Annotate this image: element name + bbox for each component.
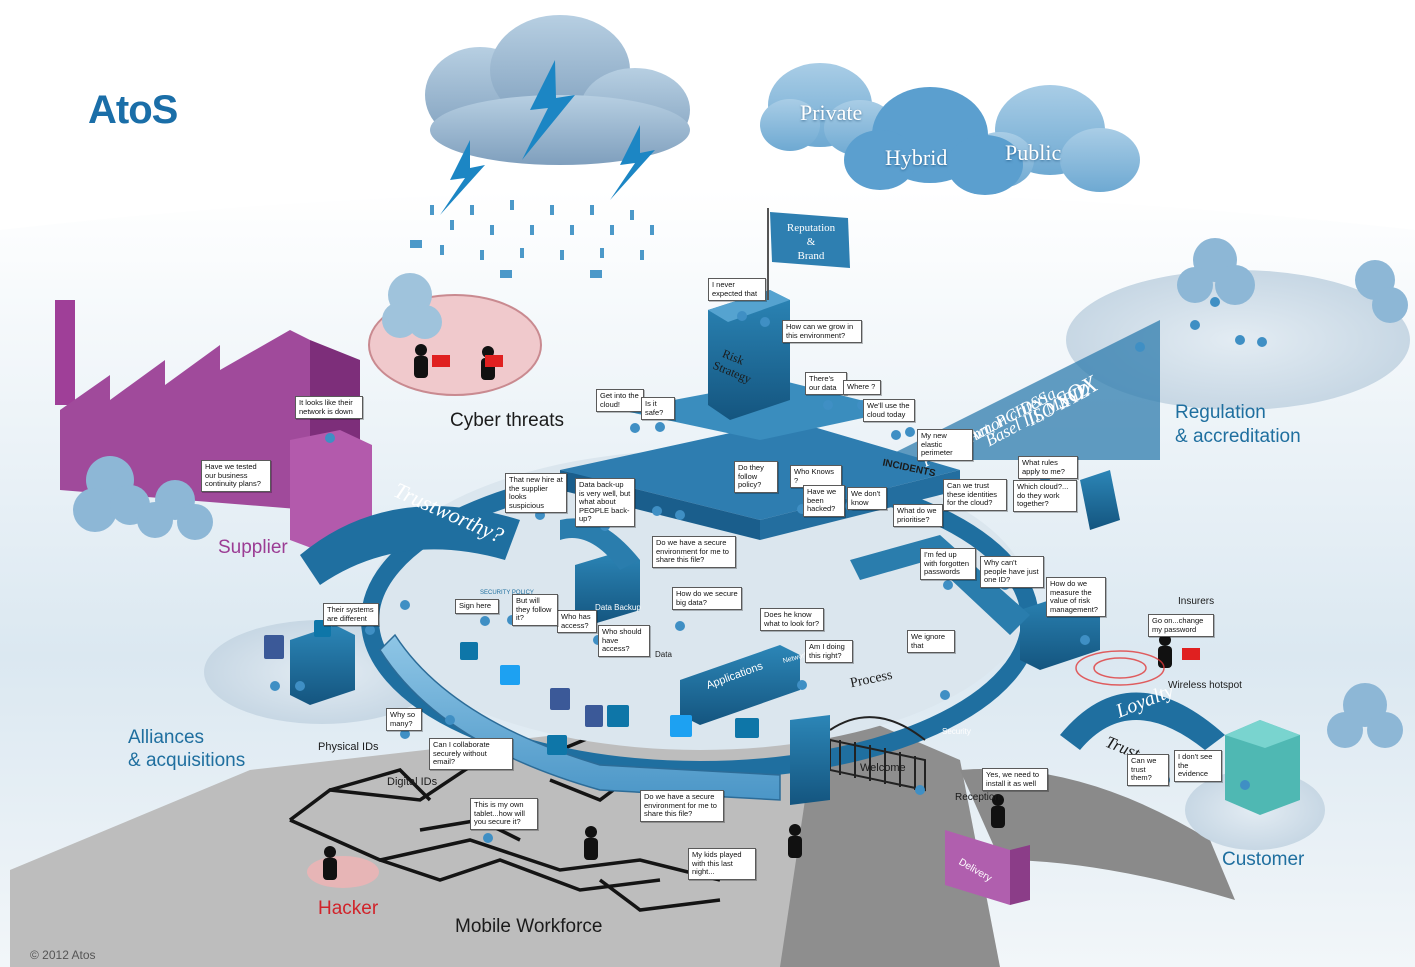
bubble-install-it: Yes, we need to install it as well: [982, 768, 1048, 791]
bubble-follow-it: But will they follow it?: [512, 594, 558, 626]
bubble-collaborate: Can I collaborate securely without email…: [429, 738, 513, 770]
label-alliances-2: & acquisitions: [128, 750, 246, 771]
flag-reputation: Reputation: [786, 222, 836, 234]
label-physical-ids: Physical IDs: [318, 741, 379, 753]
label-cyber-threats: Cyber threats: [450, 410, 565, 431]
cloud-public-label: Public: [1005, 140, 1062, 165]
cloud-hybrid-label: Hybrid: [885, 145, 948, 170]
label-regulation-1: Regulation: [1175, 402, 1266, 423]
trees-cyber: [382, 273, 442, 339]
label-alliances-1: Alliances: [128, 727, 205, 748]
label-regulation-2: & accreditation: [1175, 426, 1301, 447]
trees-regulation: [1177, 238, 1408, 323]
bubble-trust-identities: Can we trust these identities for the cl…: [943, 479, 1007, 511]
atos-logo: AtoS: [88, 88, 178, 132]
bubble-one-id: Why can't people have just one ID?: [980, 556, 1044, 588]
bubble-change-password: Go on...change my password: [1148, 614, 1214, 637]
bubble-secure-env-1: Do we have a secure environment for me t…: [652, 536, 736, 568]
label-customer: Customer: [1222, 849, 1305, 870]
bubble-secure-env-2: Do we have a secure environment for me t…: [640, 790, 724, 822]
bubble-network-down: It looks like their network is down: [295, 396, 363, 419]
bubble-who-should: Who should have access?: [598, 625, 650, 657]
bubble-can-we-trust: Can we trust them?: [1127, 754, 1169, 786]
bubble-been-hacked: Have we been hacked?: [803, 485, 845, 517]
bubble-get-into-cloud: Get into the cloud!: [596, 389, 644, 412]
label-reception: Reception: [955, 792, 1001, 803]
label-security-policy: SECURITY POLICY: [480, 590, 534, 596]
bubble-elastic: My new elastic perimeter: [917, 429, 973, 461]
storm-cloud: [425, 15, 690, 215]
label-welcome: Welcome: [860, 762, 906, 774]
rain: [410, 200, 654, 278]
bubble-which-cloud: Which cloud?... do they work together?: [1013, 480, 1077, 512]
label-data-backup: Data Backup: [595, 603, 641, 612]
bubble-ignore-that: We ignore that: [907, 630, 955, 653]
bubble-see-evidence: I don't see the evidence: [1174, 750, 1222, 782]
bubble-never-expected: I never expected that: [708, 278, 766, 301]
bubble-fed-up: I'm fed up with forgotten passwords: [920, 548, 976, 580]
cloud-models: [760, 63, 1140, 195]
bubble-know-what: Does he know what to look for?: [760, 608, 824, 631]
bubble-grow: How can we grow in this environment?: [782, 320, 862, 343]
bubble-cloud-today: We'll use the cloud today: [863, 399, 915, 422]
flag-ampersand: &: [806, 236, 816, 248]
label-mobile-workforce: Mobile Workforce: [455, 916, 603, 937]
label-insurers: Insurers: [1178, 596, 1215, 607]
bubble-where: Where ?: [843, 380, 881, 395]
people-figures: [240, 297, 1267, 843]
bubble-new-hire: That new hire at the supplier looks susp…: [505, 473, 567, 513]
buildings: [290, 470, 1120, 805]
bubble-own-tablet: This is my own tablet...how will you sec…: [470, 798, 538, 830]
bubble-tested-plans: Have we tested our business continuity p…: [201, 460, 271, 492]
bubble-systems-different: Their systems are different: [323, 603, 379, 626]
bubble-big-data: How do we secure big data?: [672, 587, 742, 610]
trees-customer: [1327, 683, 1403, 748]
bubble-why-so-many: Why so many?: [386, 708, 422, 731]
label-data: Data: [655, 650, 672, 659]
flag-brand: Brand: [797, 250, 825, 262]
label-hacker: Hacker: [318, 898, 379, 919]
bubble-what-rules: What rules apply to me?: [1018, 456, 1078, 479]
trees-supplier: [73, 456, 213, 540]
bubble-prioritise: What do we prioritise?: [893, 504, 943, 527]
label-supplier: Supplier: [218, 537, 288, 558]
wireless-hotspot-rings: [1075, 650, 1165, 686]
bubble-measure-value: How do we measure the value of risk mana…: [1046, 577, 1106, 617]
cloud-private-label: Private: [800, 100, 863, 125]
label-digital-ids: Digital IDs: [387, 776, 438, 788]
bubble-our-data: There's our data: [805, 372, 847, 395]
bubble-kids-played: My kids played with this last night...: [688, 848, 756, 880]
bubble-doing-right: Am I doing this right?: [805, 640, 853, 663]
label-wireless-hotspot: Wireless hotspot: [1168, 680, 1242, 691]
bubble-is-it-safe: Is it safe?: [641, 397, 675, 420]
hacker-figures: [323, 344, 1172, 880]
bubble-backup-people: Data back-up is very well, but what abou…: [575, 478, 635, 527]
copyright: © 2012 Atos: [30, 948, 96, 962]
label-security: Security: [942, 727, 971, 736]
bubble-dont-know: We don't know: [847, 487, 887, 510]
bubble-sign-here: Sign here: [455, 599, 499, 614]
bubble-follow-policy: Do they follow policy?: [734, 461, 778, 493]
bubble-who-has-access: Who has access?: [557, 610, 597, 633]
